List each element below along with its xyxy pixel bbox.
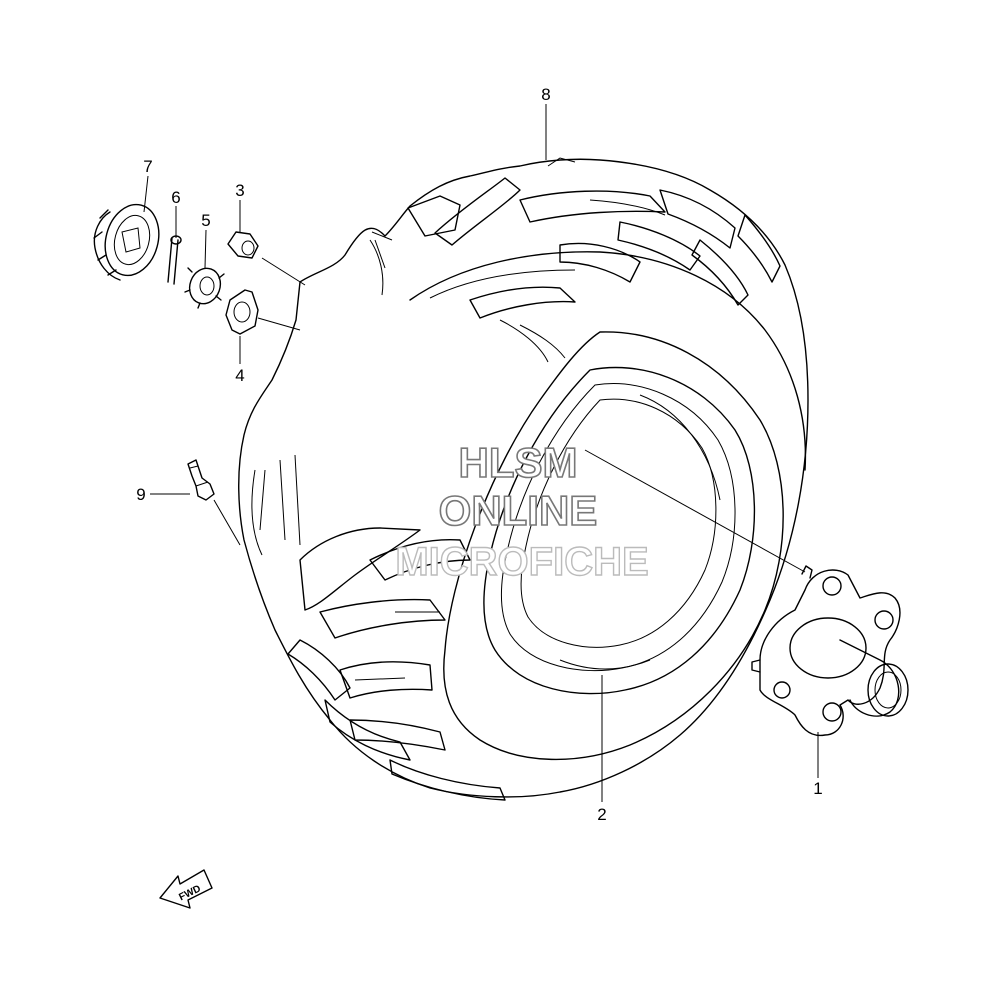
cotter-pin-drawing xyxy=(167,235,182,285)
watermark: HLSM ONLINE MICROFICHE xyxy=(395,438,650,585)
lock-washer-drawing xyxy=(184,267,225,309)
fwd-label: FWD xyxy=(177,883,202,903)
wheel-hub-drawing xyxy=(751,565,909,737)
watermark-line3: MICROFICHE xyxy=(395,540,648,584)
leader-lines xyxy=(143,104,819,802)
callout-3: 3 xyxy=(235,181,244,200)
callout-5: 5 xyxy=(201,211,210,230)
watermark-line2: ONLINE xyxy=(439,487,598,534)
fwd-arrow: FWD xyxy=(159,869,213,909)
callout-9: 9 xyxy=(136,485,145,504)
hub-cap-drawing xyxy=(93,203,160,281)
callout-2: 2 xyxy=(597,805,606,824)
callout-1: 1 xyxy=(813,779,822,798)
watermark-line1: HLSM xyxy=(459,439,578,486)
washer-drawing xyxy=(225,289,259,335)
callout-numbers: 1 2 3 4 5 6 7 8 9 xyxy=(136,85,822,824)
callout-8: 8 xyxy=(541,85,550,104)
callout-4: 4 xyxy=(235,366,244,385)
callout-6: 6 xyxy=(171,188,180,207)
tire-drawing xyxy=(238,157,809,801)
nut-drawing xyxy=(227,231,259,259)
valve-stem-drawing xyxy=(187,459,215,501)
callout-7: 7 xyxy=(143,157,152,176)
